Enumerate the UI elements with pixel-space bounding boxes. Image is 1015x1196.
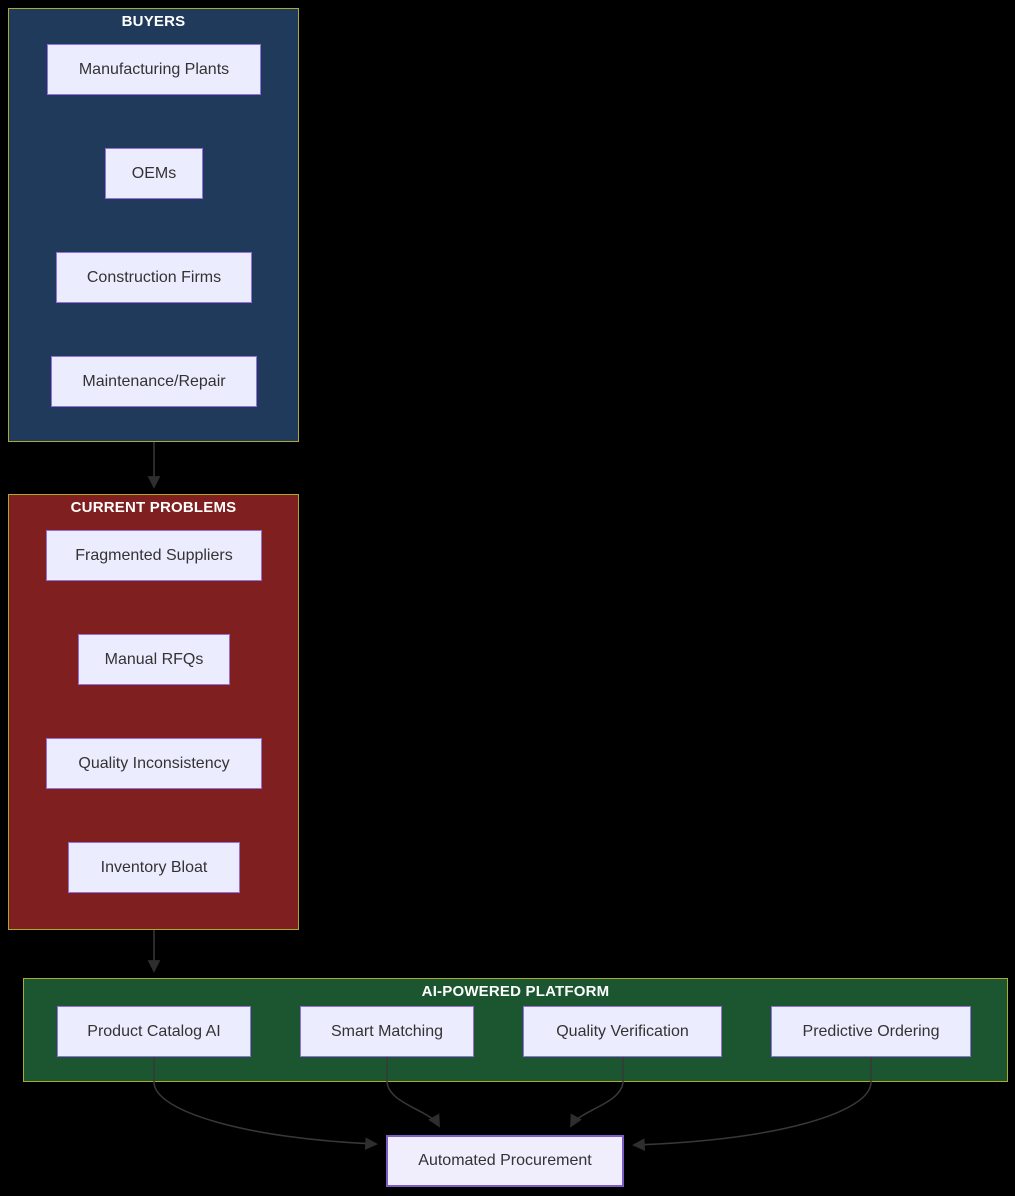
node-label: Manufacturing Plants: [78, 60, 230, 78]
node-automated-procurement: Automated Procurement: [386, 1135, 624, 1187]
node-label: Automated Procurement: [418, 1152, 592, 1169]
node-fragmented-suppliers: Fragmented Suppliers: [46, 530, 262, 581]
cluster-buyers-title: BUYERS: [121, 13, 186, 30]
node-label: Construction Firms: [86, 268, 222, 286]
node-quality-inconsistency: Quality Inconsistency: [46, 738, 262, 789]
node-quality-verification: Quality Verification: [523, 1006, 722, 1057]
node-manufacturing-plants: Manufacturing Plants: [47, 44, 261, 95]
node-label: Manual RFQs: [104, 650, 204, 668]
node-label: Predictive Ordering: [802, 1022, 940, 1040]
node-predictive-ordering: Predictive Ordering: [771, 1006, 971, 1057]
node-label: Quality Inconsistency: [78, 754, 230, 772]
node-construction-firms: Construction Firms: [56, 252, 252, 303]
node-label: Quality Verification: [556, 1022, 689, 1040]
node-label: Product Catalog AI: [87, 1022, 221, 1040]
node-label: OEMs: [131, 164, 177, 182]
node-label: Maintenance/Repair: [82, 372, 226, 390]
node-label: Smart Matching: [330, 1022, 444, 1040]
node-oems: OEMs: [105, 148, 203, 199]
node-smart-matching: Smart Matching: [300, 1006, 474, 1057]
node-inventory-bloat: Inventory Bloat: [68, 842, 240, 893]
node-maintenance-repair: Maintenance/Repair: [51, 356, 257, 407]
cluster-current-problems-title: CURRENT PROBLEMS: [70, 499, 237, 516]
node-label: Fragmented Suppliers: [75, 546, 233, 564]
cluster-ai-powered-platform-title: AI-POWERED PLATFORM: [421, 983, 610, 1000]
node-label: Inventory Bloat: [100, 858, 208, 876]
node-product-catalog-ai: Product Catalog AI: [57, 1006, 251, 1057]
node-manual-rfqs: Manual RFQs: [78, 634, 230, 685]
